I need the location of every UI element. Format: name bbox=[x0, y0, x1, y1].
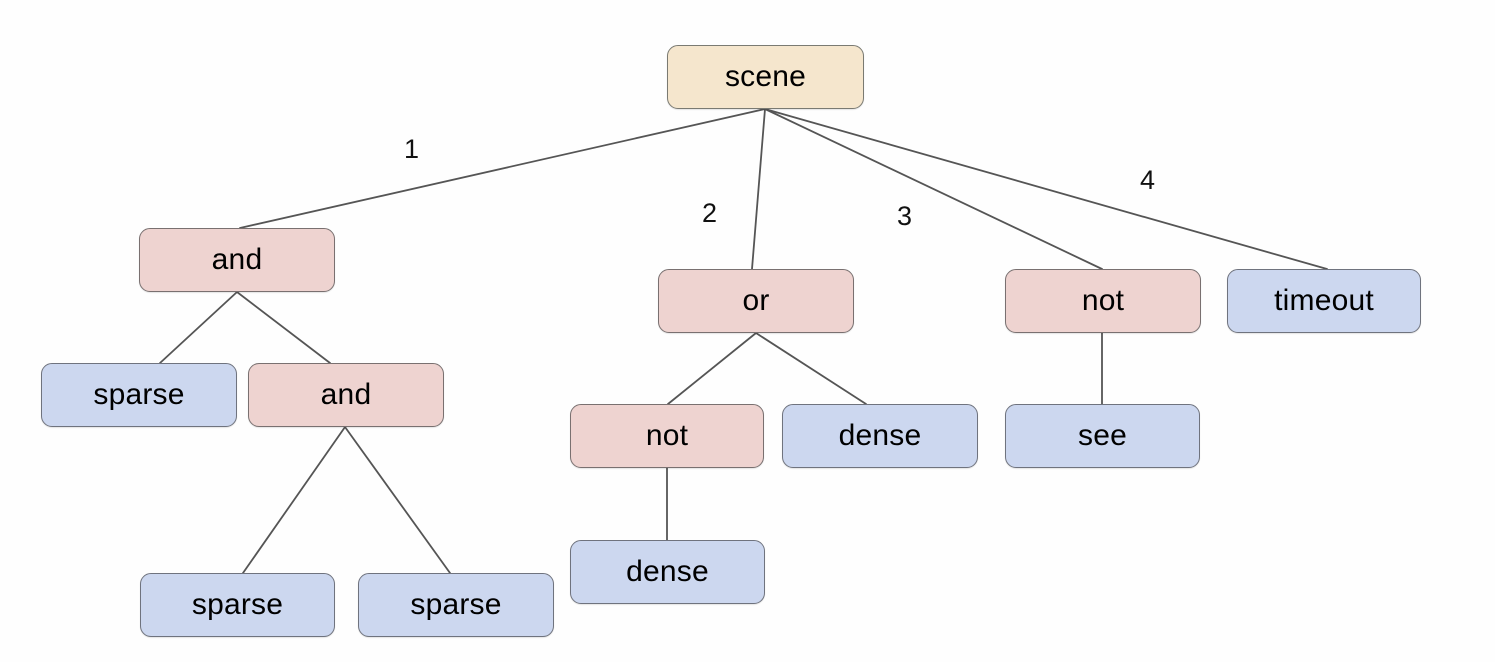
edge-label-2: 2 bbox=[702, 198, 718, 228]
tree-node-or1[interactable]: or bbox=[658, 269, 854, 333]
tree-edge-and2-to-sparse2 bbox=[242, 426, 346, 574]
tree-node-dense1[interactable]: dense bbox=[782, 404, 978, 468]
edge-label-1: 1 bbox=[404, 134, 420, 164]
tree-edge-scene-to-not1 bbox=[764, 108, 1103, 270]
tree-node-label: not bbox=[1081, 284, 1125, 317]
tree-node-scene[interactable]: scene bbox=[667, 45, 864, 109]
tree-edge-and1-to-and2 bbox=[236, 291, 331, 364]
tree-edge-or1-to-dense1 bbox=[755, 332, 867, 405]
tree-node-label: not bbox=[645, 419, 689, 452]
tree-node-not1[interactable]: not bbox=[1005, 269, 1201, 333]
tree-node-label: sparse bbox=[410, 588, 502, 621]
tree-edge-or1-to-not2 bbox=[667, 332, 757, 405]
tree-edge-and1-to-sparse1 bbox=[159, 291, 238, 364]
tree-node-label: dense bbox=[626, 555, 709, 588]
tree-node-see1[interactable]: see bbox=[1005, 404, 1200, 468]
tree-node-dense2[interactable]: dense bbox=[570, 540, 765, 604]
tree-edge-and2-to-sparse3 bbox=[344, 426, 451, 574]
tree-node-label: sparse bbox=[93, 378, 185, 411]
tree-node-label: timeout bbox=[1274, 284, 1374, 317]
tree-node-and1[interactable]: and bbox=[139, 228, 335, 292]
tree-node-label: see bbox=[1078, 419, 1127, 452]
tree-node-label: or bbox=[742, 284, 770, 317]
tree-edge-scene-to-timeout1 bbox=[764, 108, 1328, 270]
tree-edge-scene-to-or1 bbox=[751, 108, 766, 270]
edge-label-4: 4 bbox=[1140, 165, 1156, 195]
tree-node-label: dense bbox=[838, 419, 922, 452]
tree-node-label: and bbox=[320, 378, 372, 411]
tree-node-label: and bbox=[211, 243, 263, 276]
tree-node-sparse2[interactable]: sparse bbox=[140, 573, 335, 637]
tree-edge-scene-to-and1 bbox=[239, 108, 766, 229]
tree-node-not2[interactable]: not bbox=[570, 404, 764, 468]
tree-node-and2[interactable]: and bbox=[248, 363, 444, 427]
tree-node-timeout1[interactable]: timeout bbox=[1227, 269, 1421, 333]
tree-node-label: scene bbox=[724, 60, 807, 93]
edge-label-3: 3 bbox=[897, 201, 913, 231]
tree-node-label: sparse bbox=[191, 588, 284, 621]
tree-node-sparse3[interactable]: sparse bbox=[358, 573, 554, 637]
tree-node-sparse1[interactable]: sparse bbox=[41, 363, 237, 427]
